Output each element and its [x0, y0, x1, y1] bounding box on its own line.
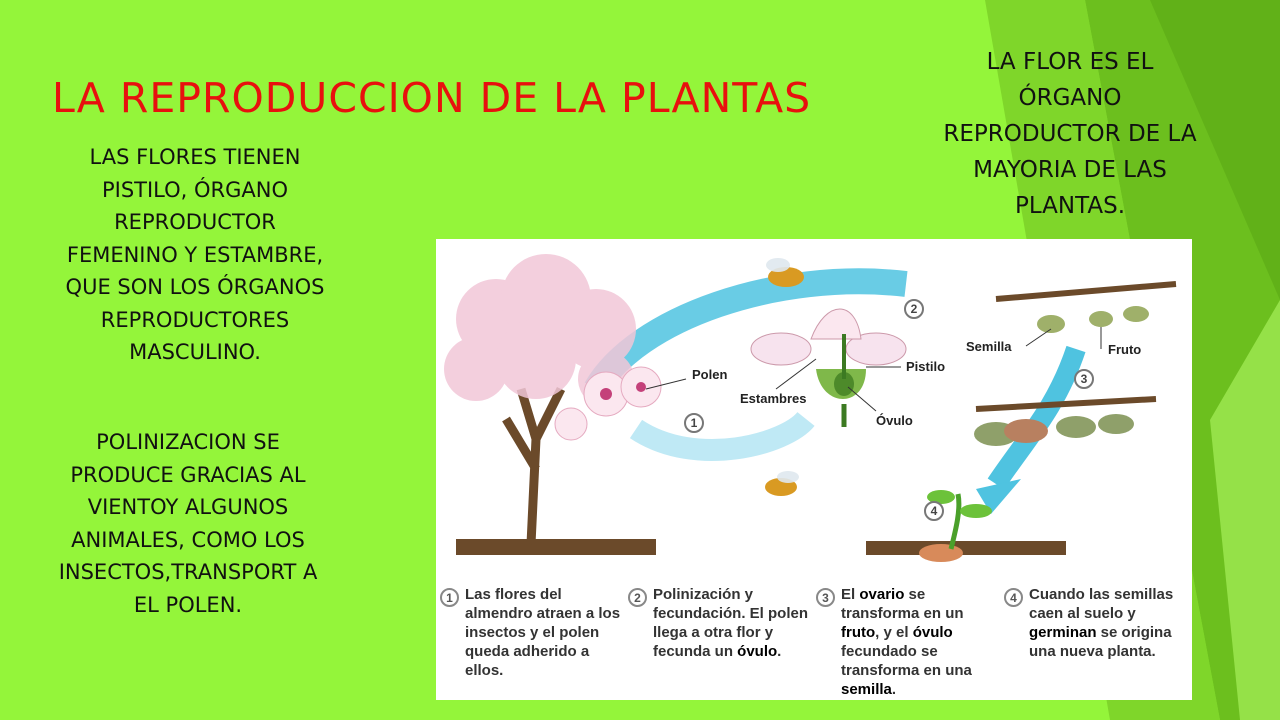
- step-2: 2 Polinización y fecundación. El polen l…: [628, 585, 813, 661]
- svg-text:2: 2: [911, 302, 918, 316]
- step-text: Cuando las semillas caen al suelo y germ…: [1029, 586, 1174, 660]
- tree-blossoms: [444, 254, 636, 407]
- step-1: 1 Las flores del almendro atraen a los i…: [440, 585, 625, 680]
- almond-branch: [975, 396, 1157, 412]
- cycle-arrow-2: [987, 345, 1086, 490]
- flower-organ-text: LA FLOR ES EL ÓRGANO REPRODUCTOR DE LA M…: [943, 49, 1197, 219]
- label-semilla: Semilla: [966, 339, 1012, 354]
- step-text: Las flores del almendro atraen a los ins…: [465, 586, 621, 679]
- pollination-text: POLINIZACION SE PRODUCE GRACIAS AL VIENT…: [58, 430, 318, 617]
- step-number: 4: [1004, 588, 1023, 607]
- germinating-seed: [919, 490, 992, 562]
- flower-cross-section: [750, 308, 907, 427]
- label-pistilo: Pistilo: [906, 359, 945, 374]
- almonds: [974, 414, 1134, 446]
- step-text: El ovario se transforma en un fruto, y e…: [841, 586, 972, 698]
- label-ovulo: Óvulo: [876, 413, 913, 428]
- step-text: Polinización y fecundación. El polen lle…: [653, 586, 809, 660]
- soil: [456, 539, 656, 555]
- reproduction-cycle-diagram: 1 2 3 4 Polen Estambres Pistilo Óvulo Se…: [436, 239, 1192, 700]
- label-estambres: Estambres: [740, 391, 806, 406]
- step-number: 2: [628, 588, 647, 607]
- diagram-step-numbers: 1 2 3 4: [684, 299, 1094, 521]
- cycle-arrow-lower: [629, 411, 815, 461]
- svg-text:3: 3: [1081, 372, 1088, 386]
- bee-bottom-icon: [765, 471, 799, 496]
- fruits: [1037, 306, 1149, 333]
- bee-top-icon: [766, 258, 804, 287]
- flower-parts-text: LAS FLORES TIENEN PISTILO, ÓRGANO REPROD…: [65, 145, 325, 364]
- label-polen: Polen: [692, 367, 727, 382]
- step-3: 3 El ovario se transforma en un fruto, y…: [816, 585, 1001, 699]
- slide-title: LA REPRODUCCION DE LA PLANTAS: [52, 74, 812, 122]
- step-4: 4 Cuando las semillas caen al suelo y ge…: [1004, 585, 1189, 661]
- svg-text:1: 1: [691, 416, 698, 430]
- tree-trunk: [502, 386, 566, 545]
- arrow-head: [976, 479, 1021, 514]
- fruit-branch: [995, 281, 1177, 302]
- svg-text:4: 4: [931, 504, 938, 518]
- label-fruto: Fruto: [1108, 342, 1141, 357]
- step-number: 3: [816, 588, 835, 607]
- step-number: 1: [440, 588, 459, 607]
- almond-flowers: [554, 366, 662, 441]
- soil-right: [866, 541, 1066, 555]
